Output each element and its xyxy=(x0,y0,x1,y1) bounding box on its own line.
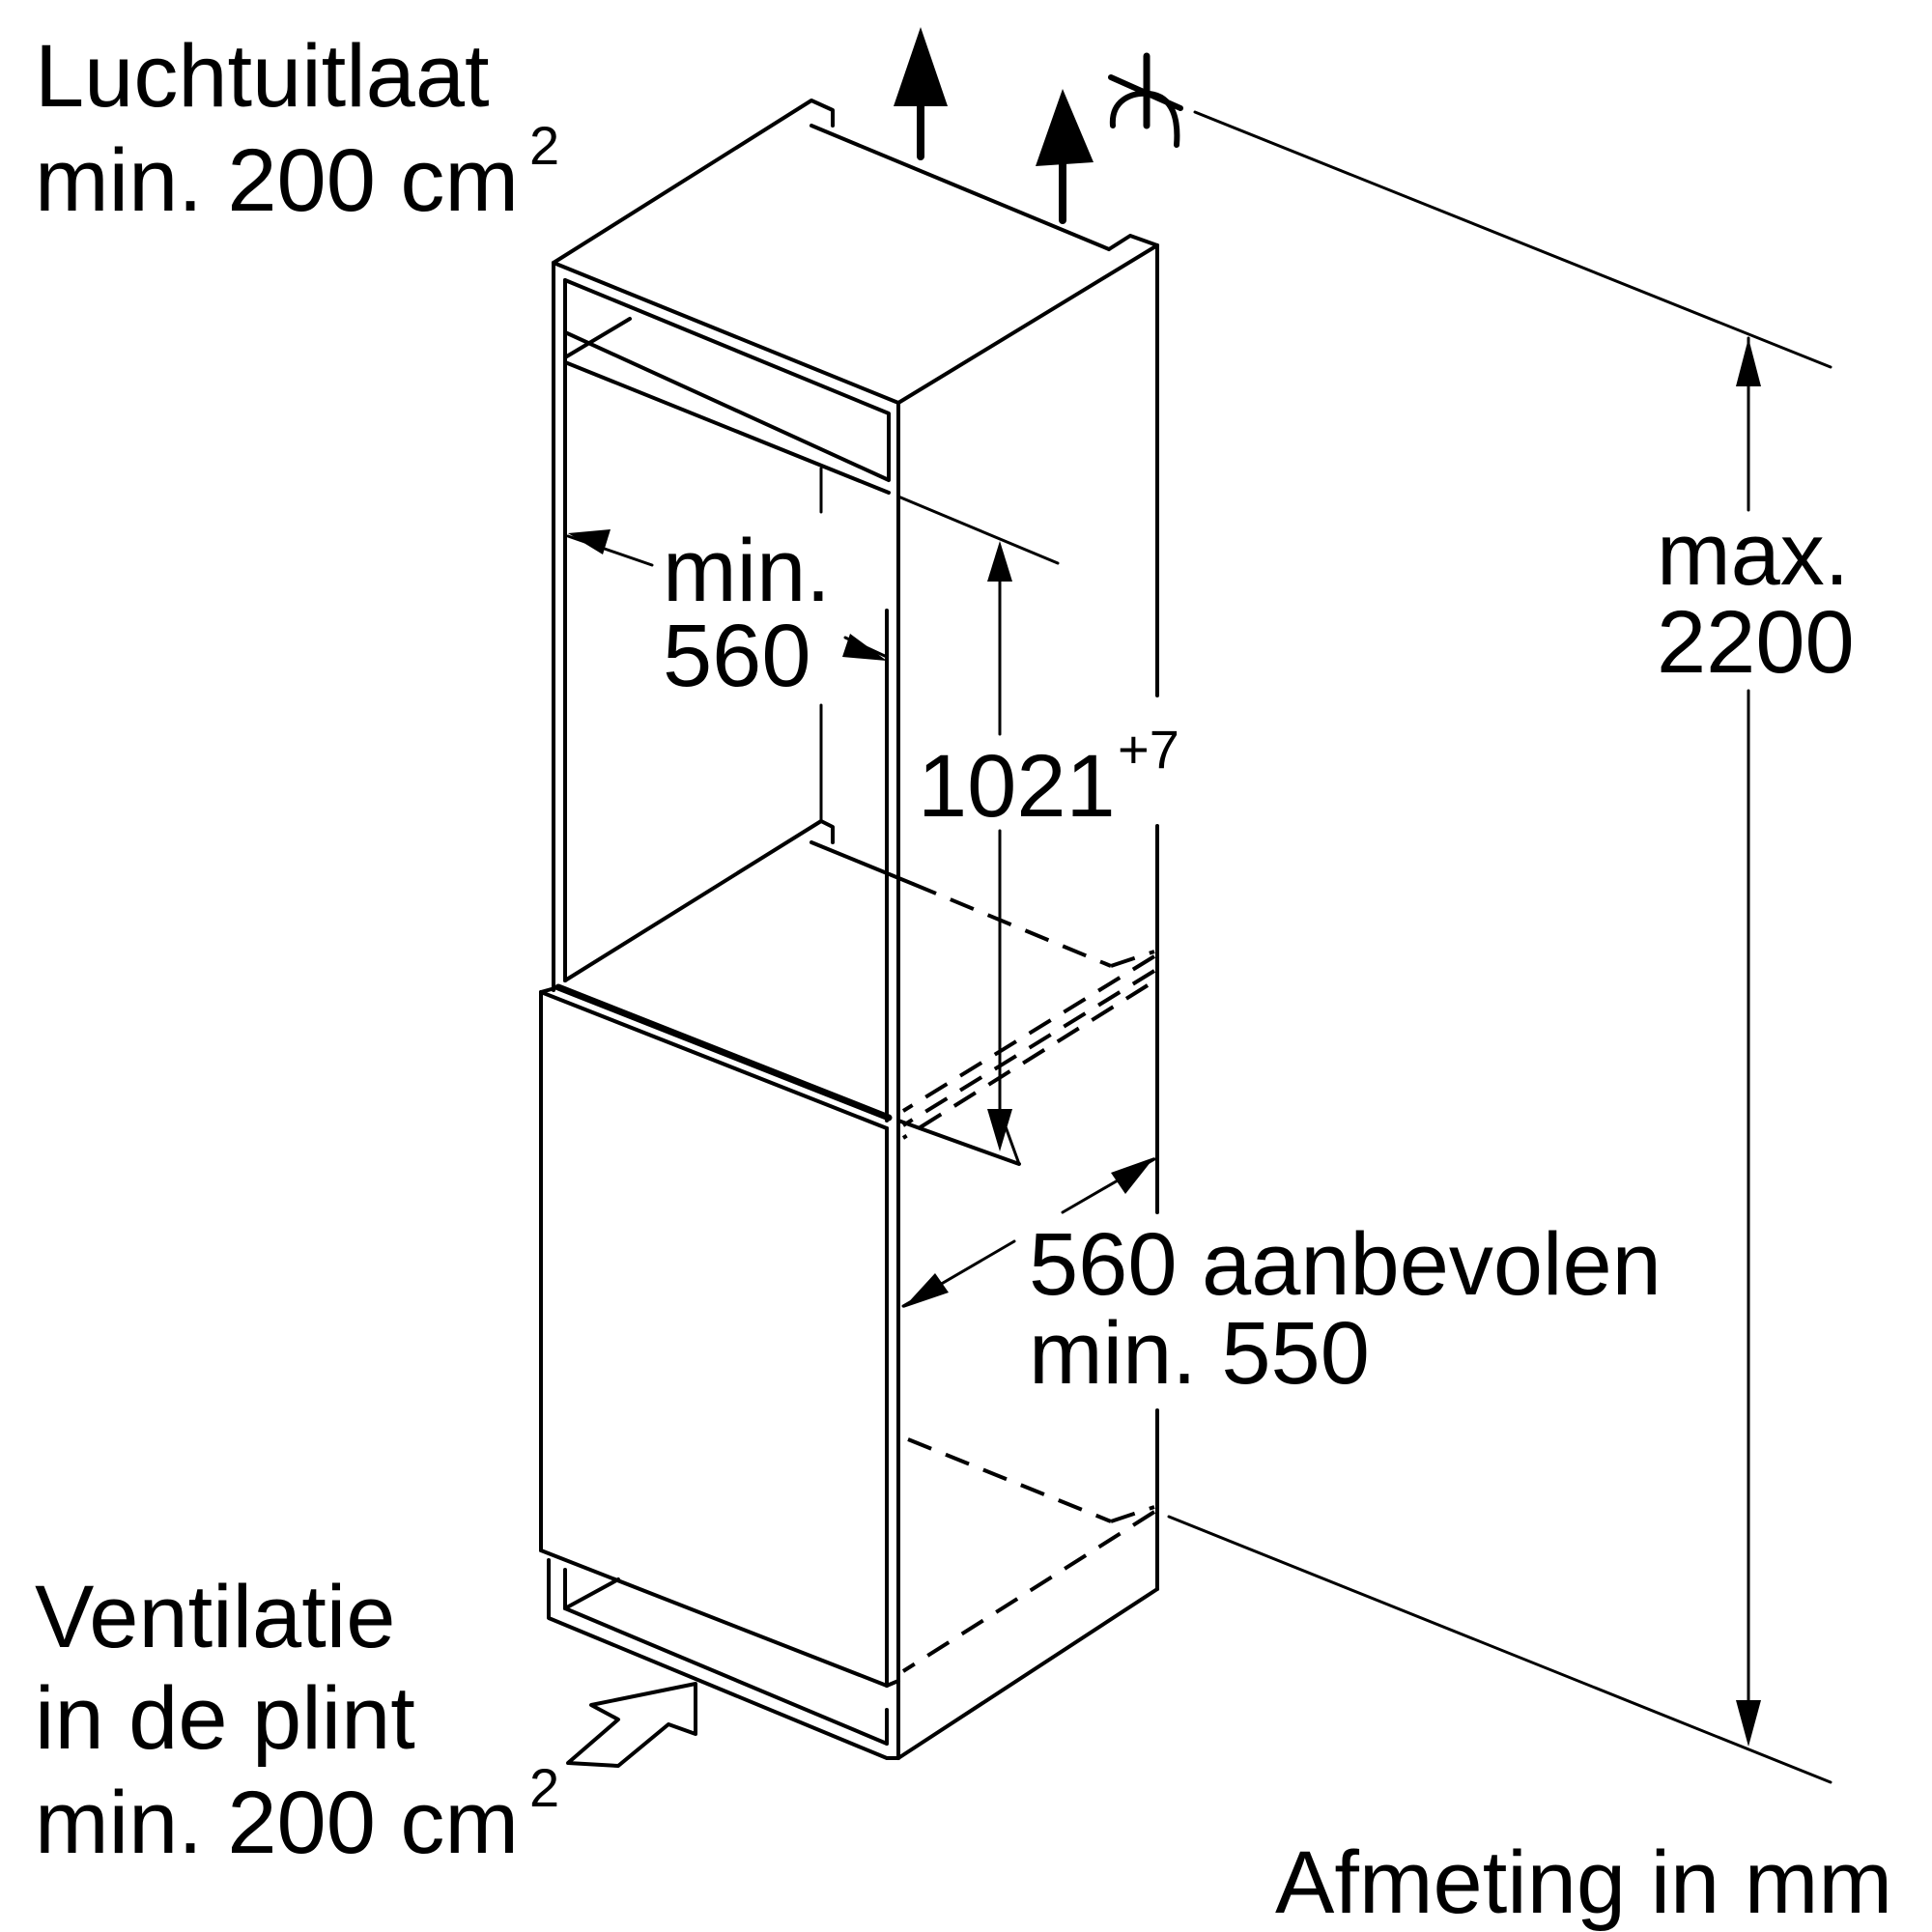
air-outlet-min: min. 200 cm xyxy=(35,131,519,230)
width-label-value: 560 xyxy=(663,607,811,705)
ventilation-location: in de plint xyxy=(35,1669,415,1768)
max-height-label: max. xyxy=(1657,505,1849,604)
ceiling-symbol-icon xyxy=(1108,52,1183,148)
width-dimension xyxy=(566,529,889,661)
appliance-door xyxy=(539,985,1159,1760)
depth-label-recommended: 560 aanbevolen xyxy=(1029,1215,1662,1314)
height-label-value: 1021 xyxy=(918,737,1116,836)
ventilation-title: Ventilatie xyxy=(35,1568,395,1666)
niche-height-dimension xyxy=(896,495,1060,1166)
height-label-tolerance: +7 xyxy=(1118,719,1179,780)
air-outlet-arrow-left xyxy=(894,27,948,160)
unit-note: Afmeting in mm xyxy=(1275,1833,1892,1932)
depth-dimension xyxy=(901,1157,1156,1308)
max-height-value: 2200 xyxy=(1657,593,1855,692)
cabinet-outline xyxy=(552,99,1159,1591)
air-outlet-arrow-right xyxy=(1036,89,1094,224)
width-label-min: min. xyxy=(663,522,831,620)
ventilation-min: min. 200 cm xyxy=(35,1774,519,1872)
air-outlet-title: Luchtuitlaat xyxy=(35,27,490,126)
max-height-dimension xyxy=(1167,110,1833,1784)
depth-label-min: min. 550 xyxy=(1029,1304,1370,1403)
air-outlet-superscript: 2 xyxy=(529,115,559,176)
ventilation-arrow-icon xyxy=(566,1682,697,1768)
ventilation-superscript: 2 xyxy=(529,1757,559,1818)
